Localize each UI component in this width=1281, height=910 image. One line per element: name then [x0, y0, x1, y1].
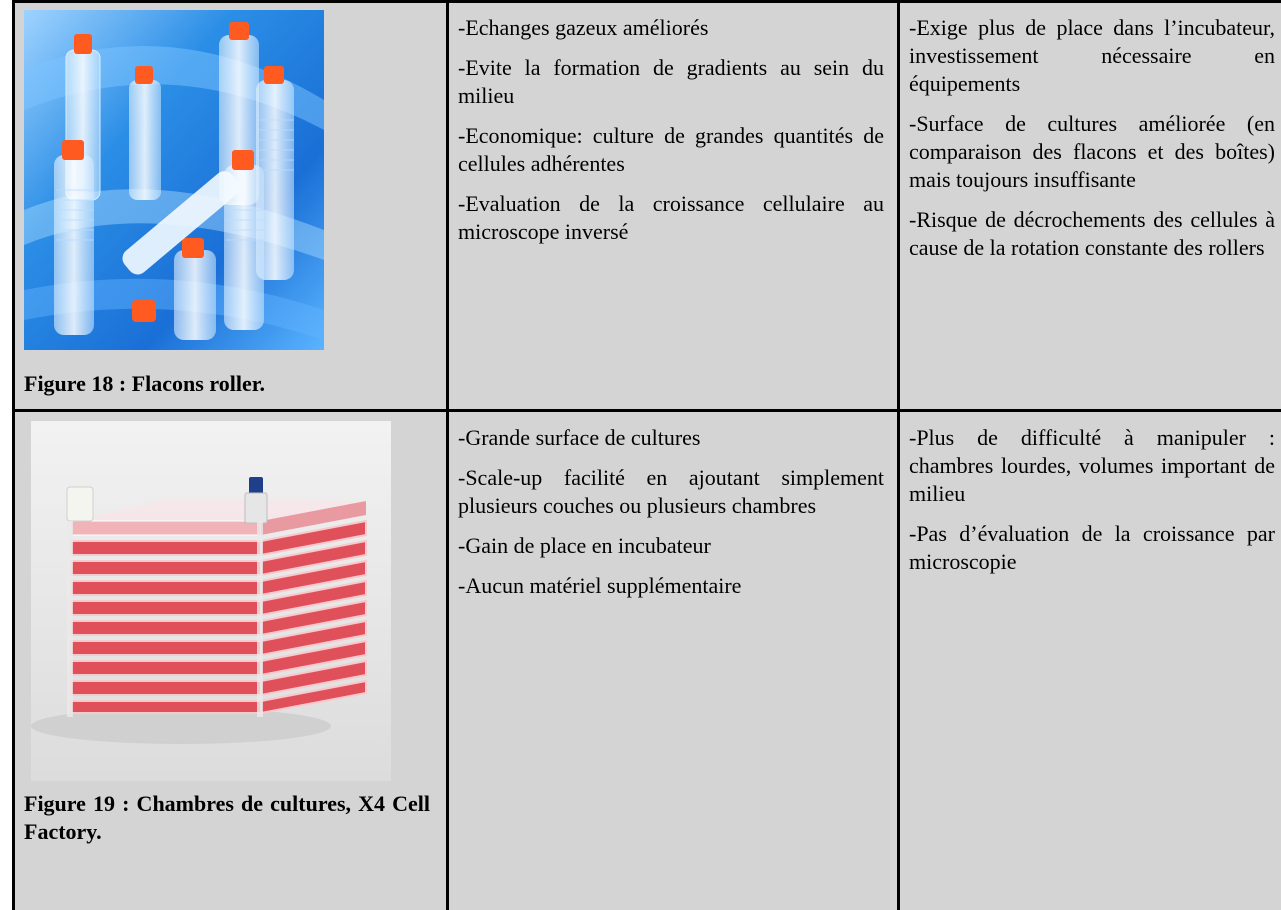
- disadvantages-cell: -Exige plus de place dans l’incubateur, …: [909, 14, 1275, 274]
- advantages-cell: -Echanges gazeux améliorés -Evite la for…: [458, 14, 884, 258]
- list-item: -Evaluation de la croissance cellulaire …: [458, 191, 884, 244]
- figure-18-caption: Figure 18 : Flacons roller.: [24, 371, 265, 396]
- figure-19-caption: Figure 19 : Chambres de cultures, X4 Cel…: [24, 791, 430, 844]
- list-item: -Economique: culture de grandes quantité…: [458, 123, 884, 176]
- table-row-divider: [12, 409, 1281, 412]
- table-border-left: [12, 0, 15, 910]
- list-item: -Exige plus de place dans l’incubateur, …: [909, 15, 1275, 96]
- disadvantages-cell: -Plus de difficulté à manipuler : chambr…: [909, 424, 1275, 588]
- cell-factory-photo: [31, 421, 391, 781]
- list-item: -Grande surface de cultures: [458, 425, 701, 450]
- table-column-divider: [897, 0, 900, 910]
- list-item: -Aucun matériel supplémentaire: [458, 573, 742, 598]
- roller-bottles-photo: [24, 10, 324, 350]
- list-item: -Pas d’évaluation de la croissance par m…: [909, 521, 1275, 574]
- list-item: -Surface de cultures améliorée (en compa…: [909, 111, 1275, 192]
- table-column-divider: [446, 0, 449, 910]
- list-item: -Gain de place en incubateur: [458, 533, 711, 558]
- list-item: -Risque de décrochements des cellules à …: [909, 207, 1275, 260]
- advantages-cell: -Grande surface de cultures -Scale-up fa…: [458, 424, 884, 612]
- list-item: -Scale-up facilité en ajoutant simplemen…: [458, 465, 884, 518]
- list-item: -Evite la formation de gradients au sein…: [458, 55, 884, 108]
- list-item: -Echanges gazeux améliorés: [458, 15, 709, 40]
- table-border-top: [12, 0, 1281, 3]
- list-item: -Plus de difficulté à manipuler : chambr…: [909, 425, 1275, 506]
